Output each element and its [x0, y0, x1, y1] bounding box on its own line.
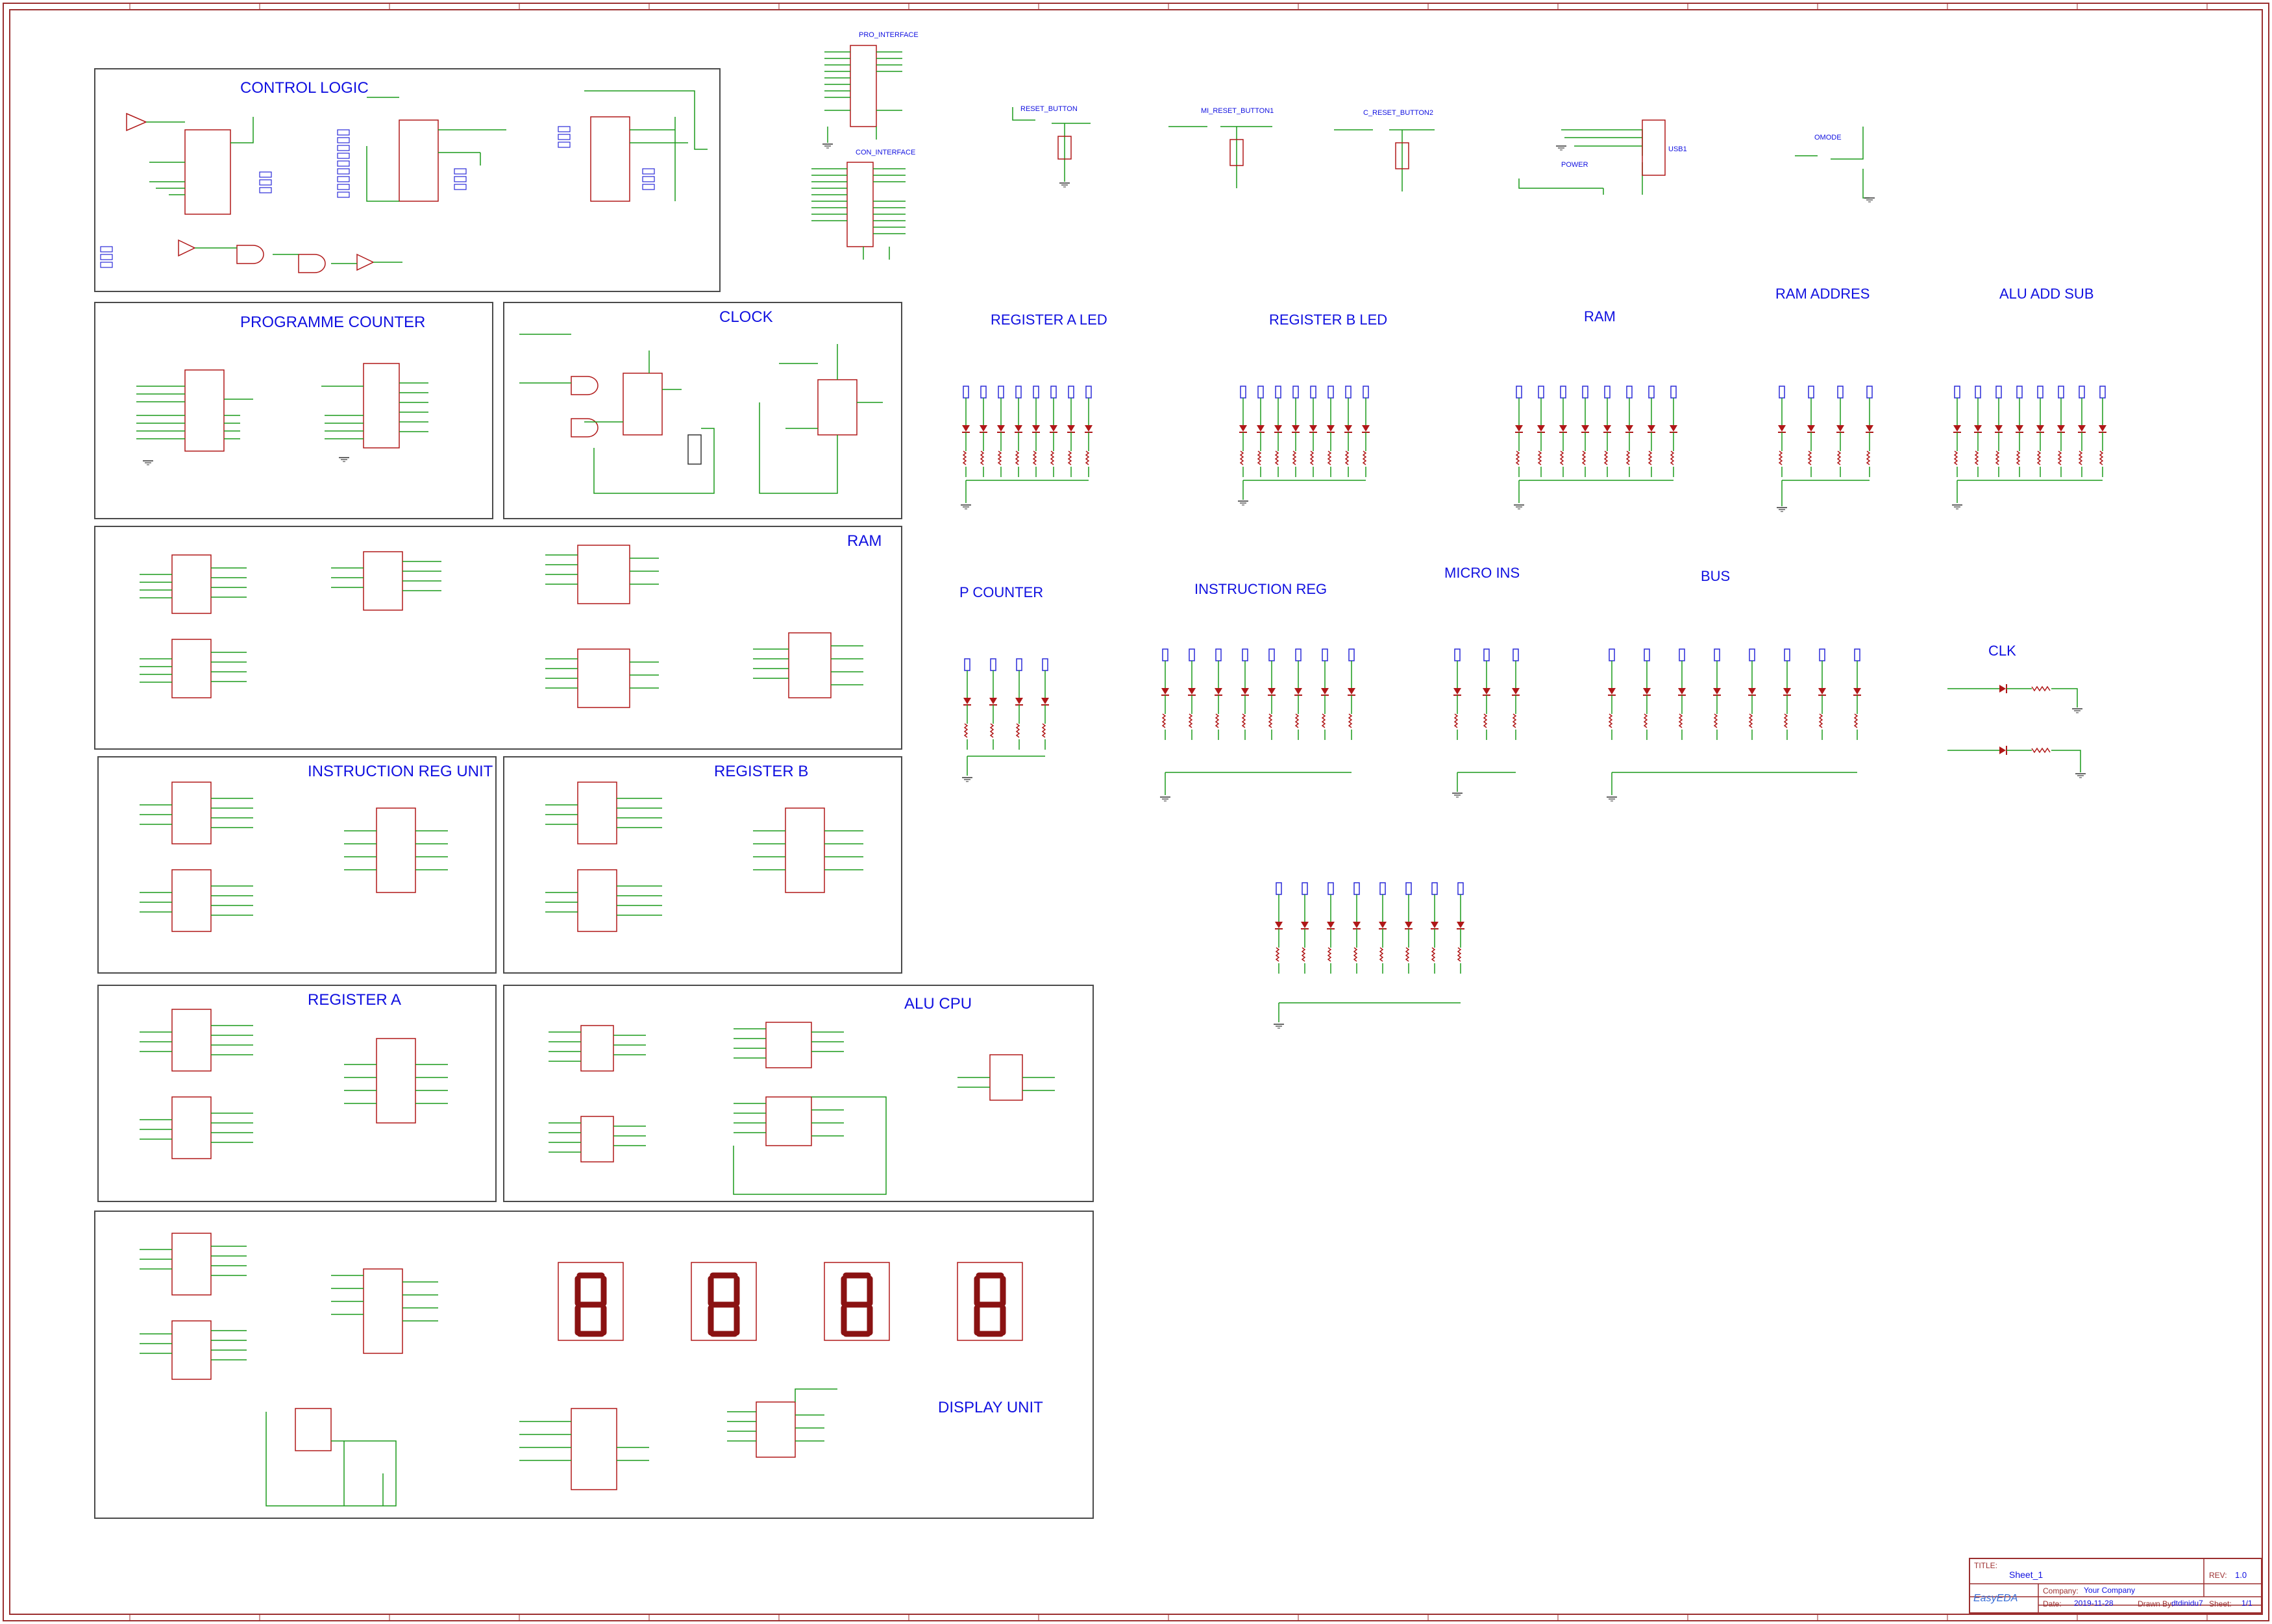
- control-logic-block: [94, 68, 721, 292]
- title-label: TITLE:: [1974, 1561, 1998, 1570]
- clock-circuit: [519, 334, 883, 494]
- ram-addres-leds: [1776, 386, 1874, 512]
- register-a-led-title: REGISTER A LED: [991, 312, 1107, 328]
- control-logic-title: CONTROL LOGIC: [240, 79, 369, 97]
- programme-counter-block: [94, 302, 493, 519]
- ram-led-title: RAM: [1584, 308, 1616, 325]
- pro-interface-label: PRO_INTERFACE: [859, 31, 919, 39]
- title-block: TITLE: Sheet_1 REV: 1.0 Company: Your Co…: [1969, 1558, 2262, 1614]
- clk-leds: [1947, 684, 2086, 778]
- omode-label: OMODE: [1814, 134, 1842, 141]
- instruction-reg-unit-title: INSTRUCTION REG UNIT: [308, 763, 493, 780]
- date-value: 2019-11-28: [2074, 1599, 2114, 1608]
- sheet-value: 1/1: [2241, 1599, 2253, 1608]
- company-label: Company:: [2043, 1586, 2079, 1595]
- micro-ins-title: MICRO INS: [1444, 565, 1520, 581]
- register-a-leds: [960, 386, 1093, 510]
- ram-leds: [1513, 386, 1678, 510]
- ram-circuit: [140, 545, 863, 708]
- ram-title: RAM: [847, 532, 882, 550]
- inner-frame: [9, 9, 2263, 1615]
- alu-cpu-title: ALU CPU: [904, 995, 972, 1013]
- alu-add-sub-title: ALU ADD SUB: [1999, 286, 2094, 302]
- reset-button-label: RESET_BUTTON: [1020, 105, 1078, 113]
- register-circuits: [171, 781, 825, 1159]
- easyeda-logo: EasyEDA: [1973, 1593, 2018, 1604]
- instruction-reg-title: INSTRUCTION REG: [1194, 581, 1327, 597]
- register-a-title: REGISTER A: [308, 991, 402, 1009]
- date-label: Date:: [2043, 1599, 2062, 1608]
- register-b-leds: [1237, 386, 1370, 506]
- con-interface-label: CON_INTERFACE: [856, 149, 916, 156]
- register-b-block: [503, 756, 902, 974]
- clk-title: CLK: [1988, 643, 2016, 659]
- p-counter-title: P COUNTER: [959, 584, 1044, 600]
- out-leds: [1273, 882, 1465, 1029]
- ram-addres-title: RAM ADDRES: [1775, 286, 1870, 302]
- instruction-reg-unit-block: [97, 756, 497, 974]
- usb-label: USB1: [1668, 145, 1687, 153]
- outer-frame: [3, 3, 2269, 1621]
- sheet-title: Sheet_1: [2009, 1569, 2044, 1580]
- display-unit-block: [94, 1211, 1094, 1519]
- micro-ins-leds: [1451, 648, 1520, 798]
- company-value: Your Company: [2084, 1586, 2135, 1595]
- interfaces: [811, 45, 906, 260]
- top-right-parts: [1012, 107, 1870, 199]
- ram-block: [94, 526, 902, 750]
- rev-value: 1.0: [2235, 1570, 2247, 1580]
- register-a-block: [97, 985, 497, 1202]
- display-unit-title: DISPLAY UNIT: [938, 1399, 1043, 1416]
- rev-label: REV:: [2209, 1571, 2227, 1580]
- control-logic-circuit: [100, 90, 708, 273]
- register-wires: [140, 798, 863, 1143]
- p-counter-leds: [961, 658, 1050, 782]
- programme-counter-title: PROGRAMME COUNTER: [240, 314, 426, 331]
- instruction-reg-leds: [1159, 648, 1356, 802]
- sheet-label: Sheet:: [2209, 1599, 2232, 1608]
- power-label: POWER: [1561, 161, 1588, 169]
- bus-title: BUS: [1701, 568, 1731, 584]
- register-b-title: REGISTER B: [714, 763, 809, 780]
- display-circuit: [140, 1233, 1023, 1507]
- bus-leds: [1606, 648, 1862, 802]
- drawn-by-label: Drawn By:: [2138, 1599, 2174, 1608]
- alu-add-sub-leds: [1951, 386, 2107, 510]
- drawn-by-value: dtdinidu7: [2171, 1599, 2203, 1608]
- clock-block: [503, 302, 902, 519]
- alu-circuit: [549, 1022, 1055, 1195]
- alu-cpu-block: [503, 985, 1094, 1202]
- clock-title: CLOCK: [719, 308, 773, 326]
- register-b-led-title: REGISTER B LED: [1269, 312, 1388, 328]
- programme-counter-circuit: [136, 363, 428, 465]
- c-reset-button-label: C_RESET_BUTTON2: [1363, 109, 1433, 117]
- mi-reset-button-label: MI_RESET_BUTTON1: [1201, 107, 1274, 115]
